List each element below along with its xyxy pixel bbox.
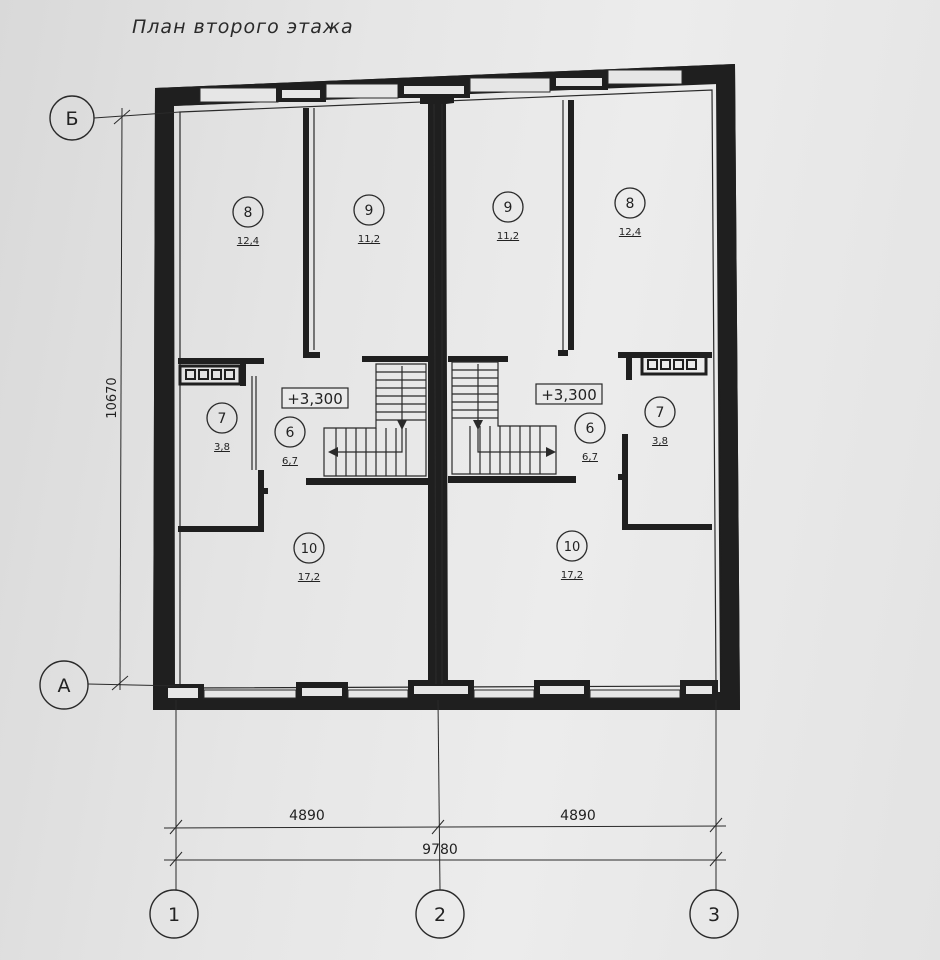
partitions-left — [178, 108, 430, 532]
vent-block-left — [178, 364, 242, 386]
level-mark-left-text: +3,300 — [287, 390, 343, 408]
axis-column-1-label: 1 — [168, 904, 180, 926]
dimension-right-width: 4890 — [560, 808, 596, 824]
windows-top — [199, 69, 683, 103]
axis-column-3-label: 3 — [708, 904, 720, 926]
room-label: 7 3,8 — [644, 396, 676, 447]
room-number: 6 — [586, 421, 595, 437]
inner-wall-lines — [179, 89, 717, 689]
room-number: 8 — [244, 205, 253, 221]
room-area: 12,4 — [237, 236, 259, 247]
stair-left — [323, 363, 427, 477]
dimension-left-width-text: 4890 — [289, 808, 325, 824]
room-label: 10 17,2 — [293, 532, 325, 583]
room-label: 6 6,7 — [274, 416, 306, 467]
party-wall — [420, 97, 454, 685]
room-number: 9 — [504, 200, 513, 216]
axis-row-b: Б — [49, 95, 181, 141]
axis-column-3: 3 — [689, 700, 739, 939]
dimension-right-width-text: 4890 — [560, 808, 596, 824]
partitions-right — [448, 100, 712, 530]
dimension-height-text: 10670 — [105, 377, 120, 418]
room-area: 3,8 — [652, 436, 668, 447]
room-area: 11,2 — [358, 234, 380, 245]
room-area: 6,7 — [282, 456, 298, 467]
dimension-total-width-text: 9780 — [422, 842, 458, 858]
axis-row-a-label: А — [58, 675, 71, 697]
windows-bottom — [162, 680, 718, 702]
room-number: 10 — [301, 542, 318, 557]
axis-column-2-label: 2 — [434, 904, 446, 926]
room-area: 11,2 — [497, 231, 519, 242]
dimension-left-width: 4890 — [163, 808, 727, 835]
room-number: 10 — [564, 540, 581, 555]
axis-column-2: 2 — [415, 699, 465, 939]
dimension-height: 10670 — [105, 107, 131, 691]
room-number: 6 — [286, 425, 295, 441]
level-mark-left: +3,300 — [281, 387, 349, 409]
vent-block-right — [640, 354, 708, 376]
room-number: 7 — [218, 411, 227, 427]
room-label: 8 12,4 — [232, 196, 264, 247]
room-label: 7 3,8 — [206, 402, 238, 453]
room-label: 8 12,4 — [614, 187, 646, 238]
axis-column-1: 1 — [149, 700, 199, 939]
axis-row-a: А — [39, 660, 181, 710]
room-area: 12,4 — [619, 227, 641, 238]
room-label: 9 11,2 — [492, 191, 524, 242]
level-mark-right: +3,300 — [535, 383, 603, 405]
room-label: 9 11,2 — [353, 194, 385, 245]
room-area: 6,7 — [582, 452, 598, 463]
room-number: 8 — [626, 196, 635, 212]
level-mark-right-text: +3,300 — [541, 386, 597, 404]
room-area: 17,2 — [561, 570, 583, 581]
room-number: 9 — [365, 203, 374, 219]
room-number: 7 — [656, 405, 665, 421]
dimension-total-width: 9780 — [164, 842, 726, 867]
stair-right — [451, 361, 557, 475]
room-area: 3,8 — [214, 442, 230, 453]
axis-row-b-label: Б — [65, 108, 78, 130]
room-label: 10 17,2 — [556, 530, 588, 581]
room-label: 6 6,7 — [574, 412, 606, 463]
room-area: 17,2 — [298, 572, 320, 583]
plan-title: План второго этажа — [132, 16, 354, 38]
